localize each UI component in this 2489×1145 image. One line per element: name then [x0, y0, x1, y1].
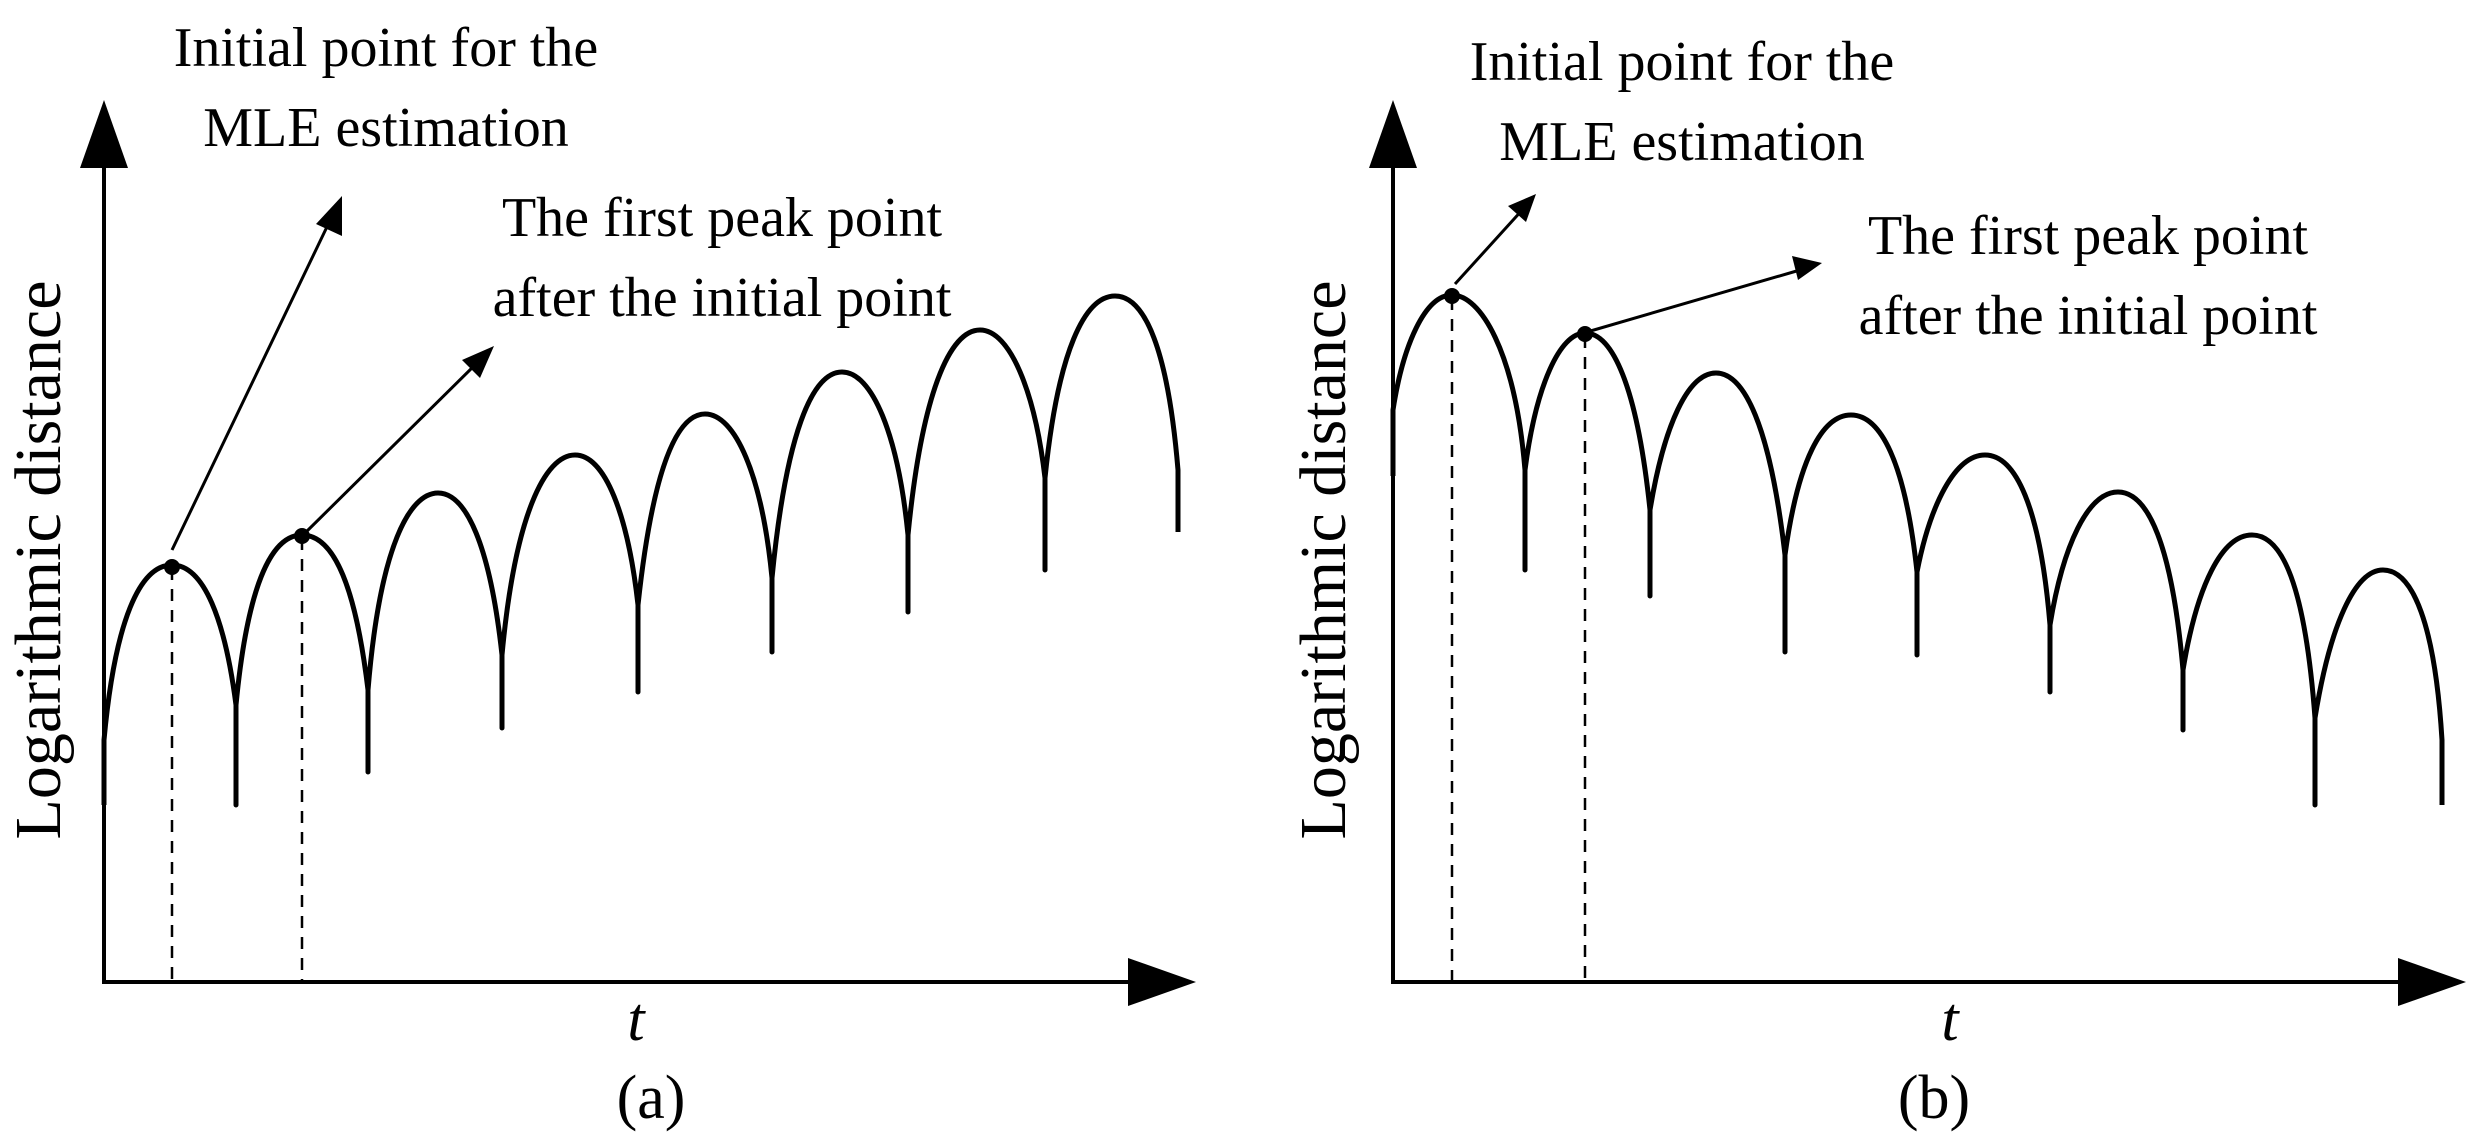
panel-a: Initial point for the MLE estimation The…: [2, 17, 1196, 1132]
panel-a-curve: [101, 293, 1181, 808]
panel-b-peak-arrow: [1586, 268, 1801, 334]
panel-b-y-axis-label: Logarithmic distance: [1287, 281, 1360, 840]
panel-b-initial-annotation-line2: MLE estimation: [1499, 111, 1865, 173]
panel-a-initial-annotation-line1: Initial point for the: [174, 17, 599, 79]
panel-a-initial-arrow: [170, 207, 338, 551]
panel-a-initial-annotation-line2: MLE estimation: [203, 97, 569, 159]
panel-b-y-axis-arrowhead: [1369, 100, 1417, 168]
panel-b-panel-label: (b): [1898, 1064, 1970, 1132]
panel-a-peak-arrow: [300, 358, 482, 538]
panel-b-initial-arrowhead: [1508, 194, 1536, 222]
panel-a-panel-label: (a): [617, 1064, 686, 1132]
panel-a-peak-arrowhead: [462, 346, 494, 378]
panel-b-x-axis-arrowhead: [2398, 958, 2466, 1006]
panel-a-x-axis-label: t: [627, 986, 646, 1054]
panel-b-x-axis-label: t: [1941, 986, 1960, 1054]
panel-b-peak-annotation-line2: after the initial point: [1859, 285, 2318, 347]
panel-b-curve: [1390, 292, 2445, 808]
panel-b-initial-annotation-line1: Initial point for the: [1470, 31, 1895, 93]
panel-a-peak-annotation-line1: The first peak point: [502, 187, 943, 249]
panel-b: Initial point for the MLE estimation The…: [1287, 31, 2466, 1132]
panel-a-initial-arrowhead: [316, 196, 342, 236]
panel-a-peak-annotation-line2: after the initial point: [493, 267, 952, 329]
panel-b-peak-point: [1577, 326, 1593, 342]
panel-b-peak-arrowhead: [1792, 256, 1822, 280]
panel-b-initial-arrow: [1453, 206, 1526, 286]
panel-a-y-axis-label: Logarithmic distance: [2, 281, 75, 840]
panel-b-peak-annotation-line1: The first peak point: [1868, 205, 2309, 267]
panel-a-x-axis-arrowhead: [1128, 958, 1196, 1006]
panel-b-initial-point: [1444, 288, 1460, 304]
panel-a-initial-point: [164, 559, 180, 575]
panel-a-y-axis-arrowhead: [80, 100, 128, 168]
